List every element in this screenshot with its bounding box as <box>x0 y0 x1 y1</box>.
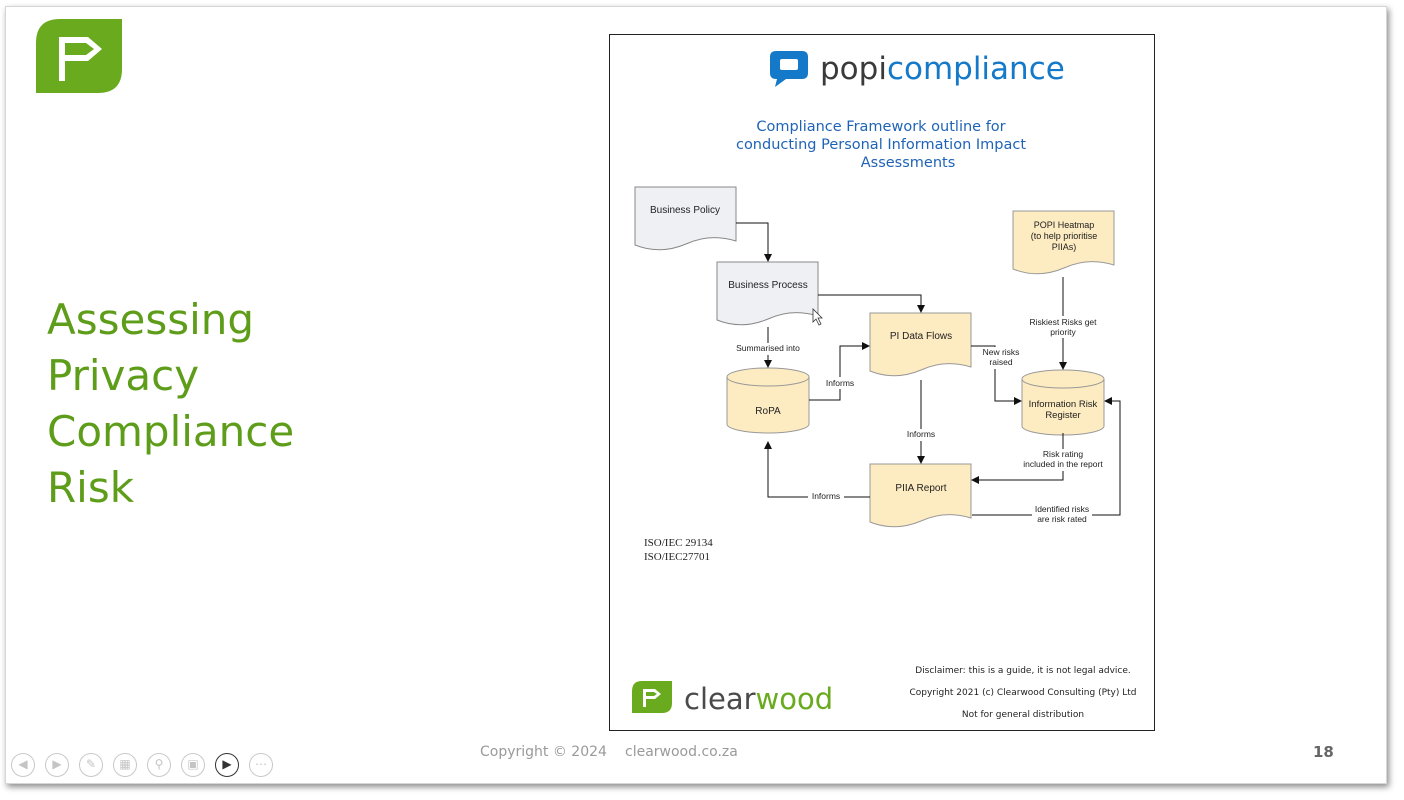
title-line: Assessing <box>47 295 255 344</box>
title-line: Risk <box>47 463 135 512</box>
heading-line: Assessments <box>861 155 956 171</box>
pen-icon[interactable]: ✎ <box>79 753 103 777</box>
zoom-icon[interactable]: ⚲ <box>147 753 171 777</box>
page-number: 18 <box>1313 743 1334 761</box>
document-footer: Disclaimer: this is a guide, it is not l… <box>909 666 1136 720</box>
camera-icon[interactable]: ▶ <box>215 753 239 777</box>
piia-report-node: PIIA Report <box>869 463 972 528</box>
standards-list: ISO/IEC 29134 ISO/IEC27701 <box>644 537 713 563</box>
svg-text:popicompliance: popicompliance <box>820 51 1065 87</box>
footer-url: clearwood.co.za <box>625 744 738 760</box>
svg-text:clearwood: clearwood <box>684 682 833 716</box>
more-icon[interactable]: ⋯ <box>249 753 273 777</box>
pi-data-flows-node: PI Data Flows <box>869 312 972 377</box>
document-heading: Compliance Framework outline for conduct… <box>736 119 1026 171</box>
edge-label-new-risks: raised <box>989 357 1012 367</box>
svg-text:PI Data Flows: PI Data Flows <box>890 331 952 342</box>
edge-label-identified: Identified risks <box>1035 504 1089 514</box>
svg-text:(to help prioritise: (to help prioritise <box>1031 231 1098 241</box>
slide-title: Assessing Privacy Compliance Risk <box>47 292 294 516</box>
edge-label-new-risks: New risks <box>983 347 1020 357</box>
edge-label-informs: Informs <box>812 491 840 501</box>
popi-heatmap-node: POPI Heatmap (to help prioritise PIIAs) <box>1012 210 1115 275</box>
mouse-cursor-icon <box>812 308 823 326</box>
copyright-text: Copyright 2021 (c) Clearwood Consulting … <box>909 688 1136 698</box>
compliance-framework-document: popicompliance Compliance Framework outl… <box>609 34 1155 731</box>
svg-text:Information Risk: Information Risk <box>1029 399 1098 410</box>
slides-icon[interactable]: ▦ <box>113 753 137 777</box>
edge-label-riskiest: priority <box>1050 327 1076 337</box>
slide: Assessing Privacy Compliance Risk popico… <box>6 7 1386 783</box>
business-policy-node: Business Policy <box>634 186 737 251</box>
brand-popi-text: popi <box>820 51 887 87</box>
svg-text:Business Policy: Business Policy <box>650 205 720 216</box>
edge-label-risk-rating: Risk rating <box>1043 449 1083 459</box>
subtitles-icon[interactable]: ▣ <box>181 753 205 777</box>
svg-text:PIIAs): PIIAs) <box>1052 242 1077 252</box>
disclaimer-text: Disclaimer: this is a guide, it is not l… <box>915 666 1131 676</box>
edge-label-summarised: Summarised into <box>736 343 800 353</box>
business-process-node: Business Process <box>716 261 819 326</box>
svg-text:PIIA Report: PIIA Report <box>895 483 946 494</box>
edge-label-riskiest: Riskiest Risks get <box>1029 317 1097 327</box>
svg-text:ISO/IEC27701: ISO/IEC27701 <box>644 551 710 563</box>
clearwood-logo-icon <box>36 19 122 93</box>
next-icon[interactable]: ▶ <box>45 753 69 777</box>
diagram-connectors <box>736 222 1121 516</box>
title-line: Privacy <box>47 351 200 400</box>
previous-icon[interactable]: ◀ <box>11 753 35 777</box>
svg-text:RoPA: RoPA <box>755 406 781 417</box>
title-line: Compliance <box>47 407 295 456</box>
edge-label-informs: Informs <box>907 429 935 439</box>
footer-copyright: Copyright © 2024 <box>480 744 607 760</box>
edge-label-identified: are risk rated <box>1037 514 1087 524</box>
svg-text:Register: Register <box>1045 410 1080 421</box>
information-risk-register-node: Information Risk Register <box>1021 369 1105 436</box>
heading-line: Compliance Framework outline for <box>756 119 1005 135</box>
edge-labels: Summarised into Informs New risks raised… <box>735 316 1108 525</box>
slide-frame: Assessing Privacy Compliance Risk popico… <box>5 6 1387 784</box>
edge-label-informs: Informs <box>826 378 854 388</box>
popicompliance-logo: popicompliance <box>770 51 1065 87</box>
edge-label-risk-rating: included in the report <box>1023 459 1103 469</box>
svg-text:ISO/IEC 29134: ISO/IEC 29134 <box>644 537 713 549</box>
ropa-node: RoPA <box>726 367 810 434</box>
svg-text:POPI Heatmap: POPI Heatmap <box>1034 220 1095 230</box>
clearwood-wordmark: clearwood <box>632 681 833 716</box>
brand-compliance-text: compliance <box>887 51 1065 87</box>
svg-text:Business Process: Business Process <box>728 280 807 291</box>
heading-line: conducting Personal Information Impact <box>736 137 1026 153</box>
distribution-text: Not for general distribution <box>962 710 1084 720</box>
